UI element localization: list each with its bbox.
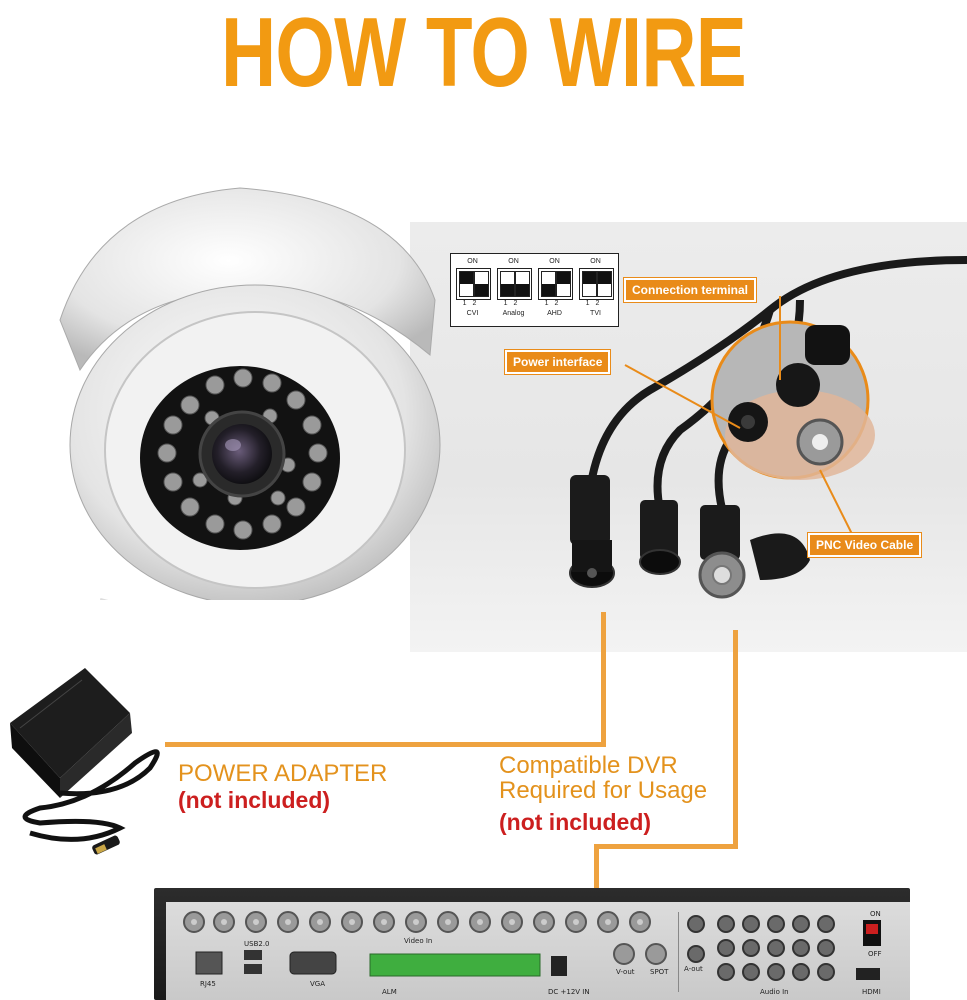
dvr-port-rj45: RJ45 bbox=[200, 980, 216, 988]
dvr-port-vga: VGA bbox=[310, 980, 326, 988]
dvr-label-line1: Compatible DVR bbox=[499, 752, 678, 779]
dip-switch-panel: ON 12 CVI ON 12 Analog ON 12 AHD ON 12 T… bbox=[450, 253, 619, 327]
cable-connectors-icon bbox=[569, 256, 967, 599]
dvr-port-audio-in: Audio In bbox=[760, 988, 789, 996]
dvr-port-alm: ALM bbox=[382, 988, 397, 996]
dvr-power-off: OFF bbox=[868, 950, 882, 958]
page-title: HOW TO WIRE bbox=[220, 0, 747, 107]
dvr-ports-graphic bbox=[183, 911, 881, 992]
wire-video-horizontal bbox=[594, 844, 738, 849]
dip-switch-cvi[interactable]: ON 12 CVI bbox=[454, 258, 491, 322]
power-adapter-icon bbox=[10, 668, 160, 855]
dip-pos-1: 1 bbox=[503, 300, 514, 307]
dip-on-label: ON bbox=[590, 258, 601, 265]
dvr-port-video-in: Video In bbox=[404, 937, 433, 945]
dome-camera-icon bbox=[59, 187, 441, 600]
wire-dvr-drop bbox=[594, 844, 599, 892]
dip-pos-1: 1 bbox=[585, 300, 596, 307]
dip-pos-1: 1 bbox=[544, 300, 555, 307]
dip-switch-analog[interactable]: ON 12 Analog bbox=[495, 258, 532, 322]
dip-mode-label: TVI bbox=[590, 310, 601, 317]
dvr-port-spot: SPOT bbox=[650, 968, 669, 976]
callout-connection-terminal: Connection terminal bbox=[624, 278, 757, 302]
dvr-label-line2: Required for Usage bbox=[499, 777, 708, 804]
wire-power-horizontal bbox=[165, 742, 606, 747]
dvr-port-dc: DC +12V IN bbox=[548, 988, 590, 996]
power-adapter-note: (not included) bbox=[178, 787, 331, 813]
dip-pos-2: 2 bbox=[513, 300, 524, 307]
dip-pos-2: 2 bbox=[554, 300, 565, 307]
dip-mode-label: Analog bbox=[502, 310, 525, 317]
dvr-port-usb: USB2.0 bbox=[244, 940, 270, 948]
dip-pos-2: 2 bbox=[472, 300, 483, 307]
dip-on-label: ON bbox=[467, 258, 478, 265]
dvr-port-v-out: V-out bbox=[616, 968, 635, 976]
dip-pos-1: 1 bbox=[462, 300, 473, 307]
wire-video-vertical bbox=[733, 630, 738, 848]
dip-mode-label: CVI bbox=[466, 310, 479, 317]
dvr-power-on: ON bbox=[870, 910, 881, 918]
dvr-port-a-out: A-out bbox=[684, 965, 703, 973]
dip-mode-label: AHD bbox=[547, 310, 562, 317]
dip-on-label: ON bbox=[508, 258, 519, 265]
dip-switch-tvi[interactable]: ON 12 TVI bbox=[577, 258, 614, 322]
power-adapter-label: POWER ADAPTER bbox=[178, 760, 388, 787]
dip-on-label: ON bbox=[549, 258, 560, 265]
callout-power-interface: Power interface bbox=[505, 350, 611, 374]
callout-video-cable: PNC Video Cable bbox=[808, 533, 922, 557]
dip-pos-2: 2 bbox=[595, 300, 606, 307]
dvr-port-hdmi: HDMI bbox=[862, 988, 881, 996]
wire-power-vertical bbox=[601, 612, 606, 747]
dip-switch-ahd[interactable]: ON 12 AHD bbox=[536, 258, 573, 322]
dvr-note: (not included) bbox=[499, 809, 652, 835]
